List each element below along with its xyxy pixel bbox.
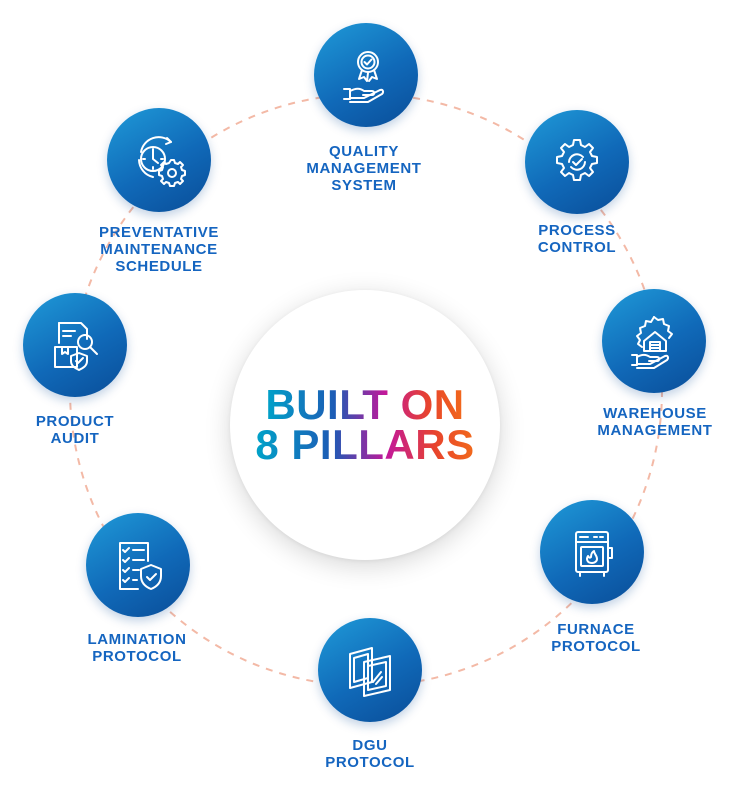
label-line: PROCESS — [538, 222, 616, 239]
pillar-label-warehouse-management: WAREHOUSE MANAGEMENT — [555, 405, 750, 439]
center-title-circle: BUILT ON 8 PILLARS — [230, 290, 500, 560]
label-line: PROTOCOL — [325, 754, 415, 771]
document-magnifier-icon — [23, 293, 127, 397]
pillar-label-furnace-protocol: FURNACE PROTOCOL — [496, 621, 696, 655]
label-line: SCHEDULE — [115, 258, 203, 275]
label-line: CONTROL — [537, 239, 617, 256]
label-line: LAMINATION — [87, 631, 187, 648]
pillar-label-dgu-protocol: DGU PROTOCOL — [270, 737, 470, 771]
clock-gears-icon — [107, 108, 211, 212]
pillar-label-quality-management-system: QUALITY MANAGEMENT SYSTEM — [264, 143, 464, 194]
label-line: QUALITY — [328, 143, 400, 160]
label-line: PROTOCOL — [92, 648, 182, 665]
label-line: DGU — [352, 737, 388, 754]
pillar-label-product-audit: PRODUCT AUDIT — [0, 413, 175, 447]
label-line: WAREHOUSE — [603, 405, 707, 422]
label-line: PROTOCOL — [551, 638, 641, 655]
label-line: AUDIT — [50, 430, 100, 447]
gear-check-icon — [525, 110, 629, 214]
glass-panes-icon — [318, 618, 422, 722]
warehouse-hand-icon — [602, 289, 706, 393]
label-line: FURNACE — [557, 621, 635, 638]
furnace-icon — [540, 500, 644, 604]
center-title-line-1: BUILT ON — [265, 381, 465, 428]
label-line: MANAGEMENT — [306, 160, 422, 177]
checklist-shield-icon — [86, 513, 190, 617]
label-line: PRODUCT — [35, 413, 115, 430]
center-title-line-2: 8 PILLARS — [255, 421, 475, 468]
label-line: PREVENTATIVE — [99, 224, 219, 241]
label-line: SYSTEM — [331, 177, 397, 194]
pillar-label-process-control: PROCESS CONTROL — [477, 222, 677, 256]
label-line: MANAGEMENT — [597, 422, 713, 439]
pillar-label-lamination-protocol: LAMINATION PROTOCOL — [37, 631, 237, 665]
quality-badge-hand-icon — [314, 23, 418, 127]
label-line: MAINTENANCE — [100, 241, 218, 258]
pillar-label-preventative-maintenance-schedule: PREVENTATIVE MAINTENANCE SCHEDULE — [59, 224, 259, 275]
